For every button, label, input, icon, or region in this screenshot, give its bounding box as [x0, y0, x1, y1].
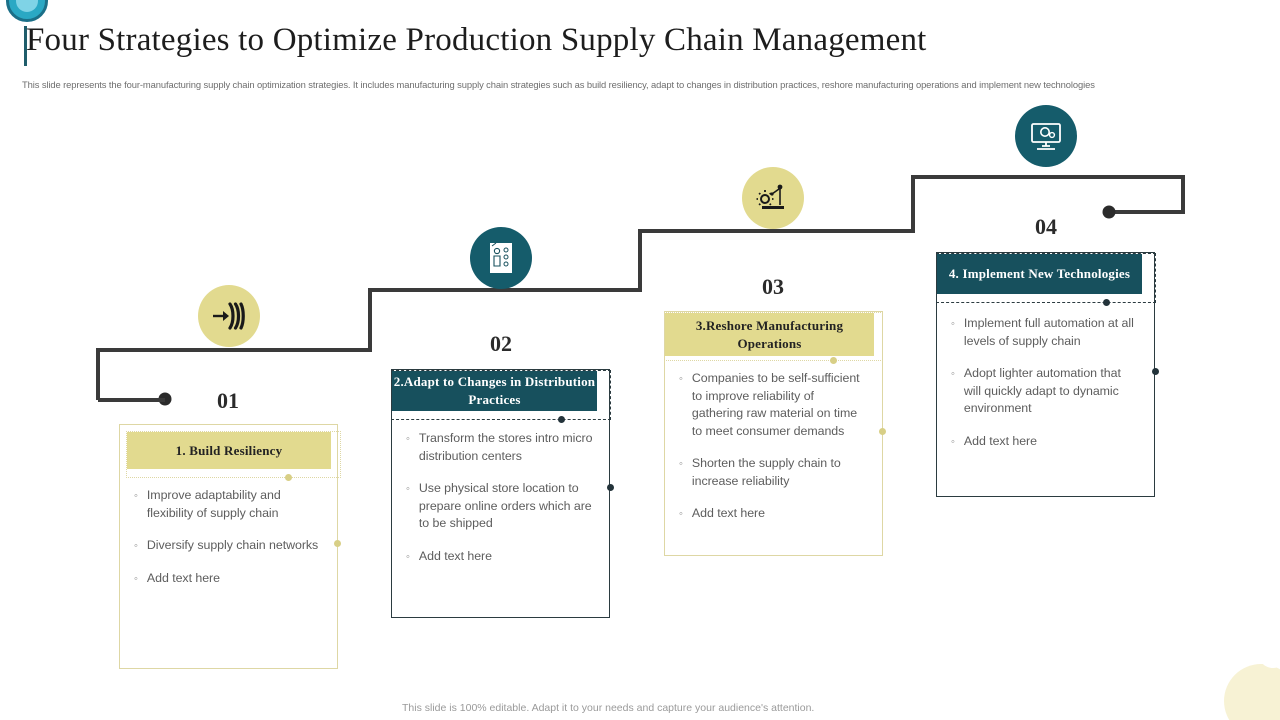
list-item: ◦ Adopt lighter automation that will qui…	[951, 365, 1140, 418]
bullet-marker: ◦	[951, 318, 955, 330]
arrow-resilience-icon	[213, 302, 245, 330]
page-title: Four Strategies to Optimize Production S…	[26, 22, 927, 58]
corner-decoration-blob	[1224, 664, 1280, 720]
bullet-text: Add text here	[146, 571, 220, 585]
brand-logo-icon	[6, 0, 48, 22]
list-item: ◦ Shorten the supply chain to increase r…	[679, 455, 868, 490]
bullet-marker: ◦	[406, 433, 410, 445]
card-3-header: 3.Reshore Manufacturing Operations	[665, 313, 874, 356]
bullet-text: Shorten the supply chain to increase rel…	[691, 456, 841, 488]
monitor-automation-icon	[1031, 123, 1061, 150]
step-number-1: 01	[217, 388, 239, 413]
card-1-header-frame: 1. Build Resiliency	[126, 431, 341, 478]
card-2-header-frame: 2.Adapt to Changes in Distribution Pract…	[391, 370, 611, 420]
card-1-header-dot	[285, 474, 292, 481]
page-subtitle: This slide represents the four-manufactu…	[22, 79, 1095, 90]
distribution-document-icon	[490, 242, 512, 273]
bullet-text: Add text here	[963, 433, 1037, 448]
growth-gear-icon	[756, 184, 784, 209]
step-icon-4	[1015, 105, 1077, 167]
bullet-marker: ◦	[134, 490, 138, 502]
list-item: ◦ Transform the stores intro micro distr…	[406, 430, 595, 465]
bullet-text: Transform the stores intro micro distrib…	[418, 431, 593, 463]
list-item: ◦ Add text here	[134, 570, 323, 588]
bullet-marker: ◦	[679, 373, 683, 385]
card-1-side-dot	[334, 540, 341, 547]
step-icon-1	[198, 285, 260, 347]
list-item: ◦ Add text here	[679, 505, 868, 523]
bullet-marker: ◦	[679, 508, 683, 520]
list-item: ◦ Improve adaptability and flexibility o…	[134, 487, 323, 522]
card-4-bullets: ◦ Implement full automation at all level…	[937, 315, 1154, 466]
bullet-text: Diversify supply chain networks	[146, 538, 319, 552]
bullet-marker: ◦	[679, 458, 683, 470]
card-2-header-dot	[558, 416, 565, 423]
corner-decoration-blob-small	[1258, 638, 1280, 668]
card-4-header: 4. Implement New Technologies	[937, 254, 1142, 294]
card-3-header-frame: 3.Reshore Manufacturing Operations	[664, 312, 883, 361]
list-item: ◦ Diversify supply chain networks	[134, 537, 323, 555]
step-number-4: 04	[1035, 214, 1057, 239]
step-number-2: 02	[490, 331, 512, 356]
bullet-text: Add text here	[418, 548, 492, 563]
bullet-marker: ◦	[406, 550, 410, 563]
card-3-header-dot	[830, 357, 837, 364]
list-item: ◦ Use physical store location to prepare…	[406, 480, 595, 533]
bullet-text: Companies to be self-sufficient to impro…	[691, 371, 860, 438]
step-number-3: 03	[762, 274, 784, 299]
footer-note: This slide is 100% editable. Adapt it to…	[402, 702, 815, 714]
bullet-marker: ◦	[134, 540, 138, 552]
card-2-bullets: ◦ Transform the stores intro micro distr…	[392, 430, 609, 581]
card-4-side-dot	[1152, 368, 1159, 375]
bullet-text: Add text here	[691, 506, 765, 520]
bullet-text: Improve adaptability and flexibility of …	[146, 488, 281, 520]
bullet-text: Implement full automation at all levels …	[963, 316, 1134, 348]
card-4-header-dot	[1103, 299, 1110, 306]
bullet-marker: ◦	[951, 435, 955, 448]
card-1-bullets: ◦ Improve adaptability and flexibility o…	[120, 487, 337, 603]
list-item: ◦ Companies to be self-sufficient to imp…	[679, 370, 868, 440]
card-2-header: 2.Adapt to Changes in Distribution Pract…	[392, 371, 597, 411]
step-icon-2	[470, 227, 532, 289]
card-2-side-dot	[607, 484, 614, 491]
title-accent-rule	[24, 26, 27, 66]
brand-logo-inner	[16, 0, 38, 12]
card-1-header: 1. Build Resiliency	[127, 432, 331, 469]
bullet-marker: ◦	[406, 483, 410, 495]
card-3-side-dot	[879, 428, 886, 435]
bullet-text: Use physical store location to prepare o…	[418, 481, 592, 530]
list-item: ◦ Add text here	[406, 548, 595, 566]
bullet-text: Adopt lighter automation that will quick…	[963, 366, 1121, 415]
list-item: ◦ Implement full automation at all level…	[951, 315, 1140, 350]
bullet-marker: ◦	[134, 573, 138, 585]
step-icon-3	[742, 167, 804, 229]
list-item: ◦ Add text here	[951, 433, 1140, 451]
card-3-bullets: ◦ Companies to be self-sufficient to imp…	[665, 370, 882, 538]
bullet-marker: ◦	[951, 368, 955, 380]
card-4-header-frame: 4. Implement New Technologies	[936, 253, 1156, 303]
